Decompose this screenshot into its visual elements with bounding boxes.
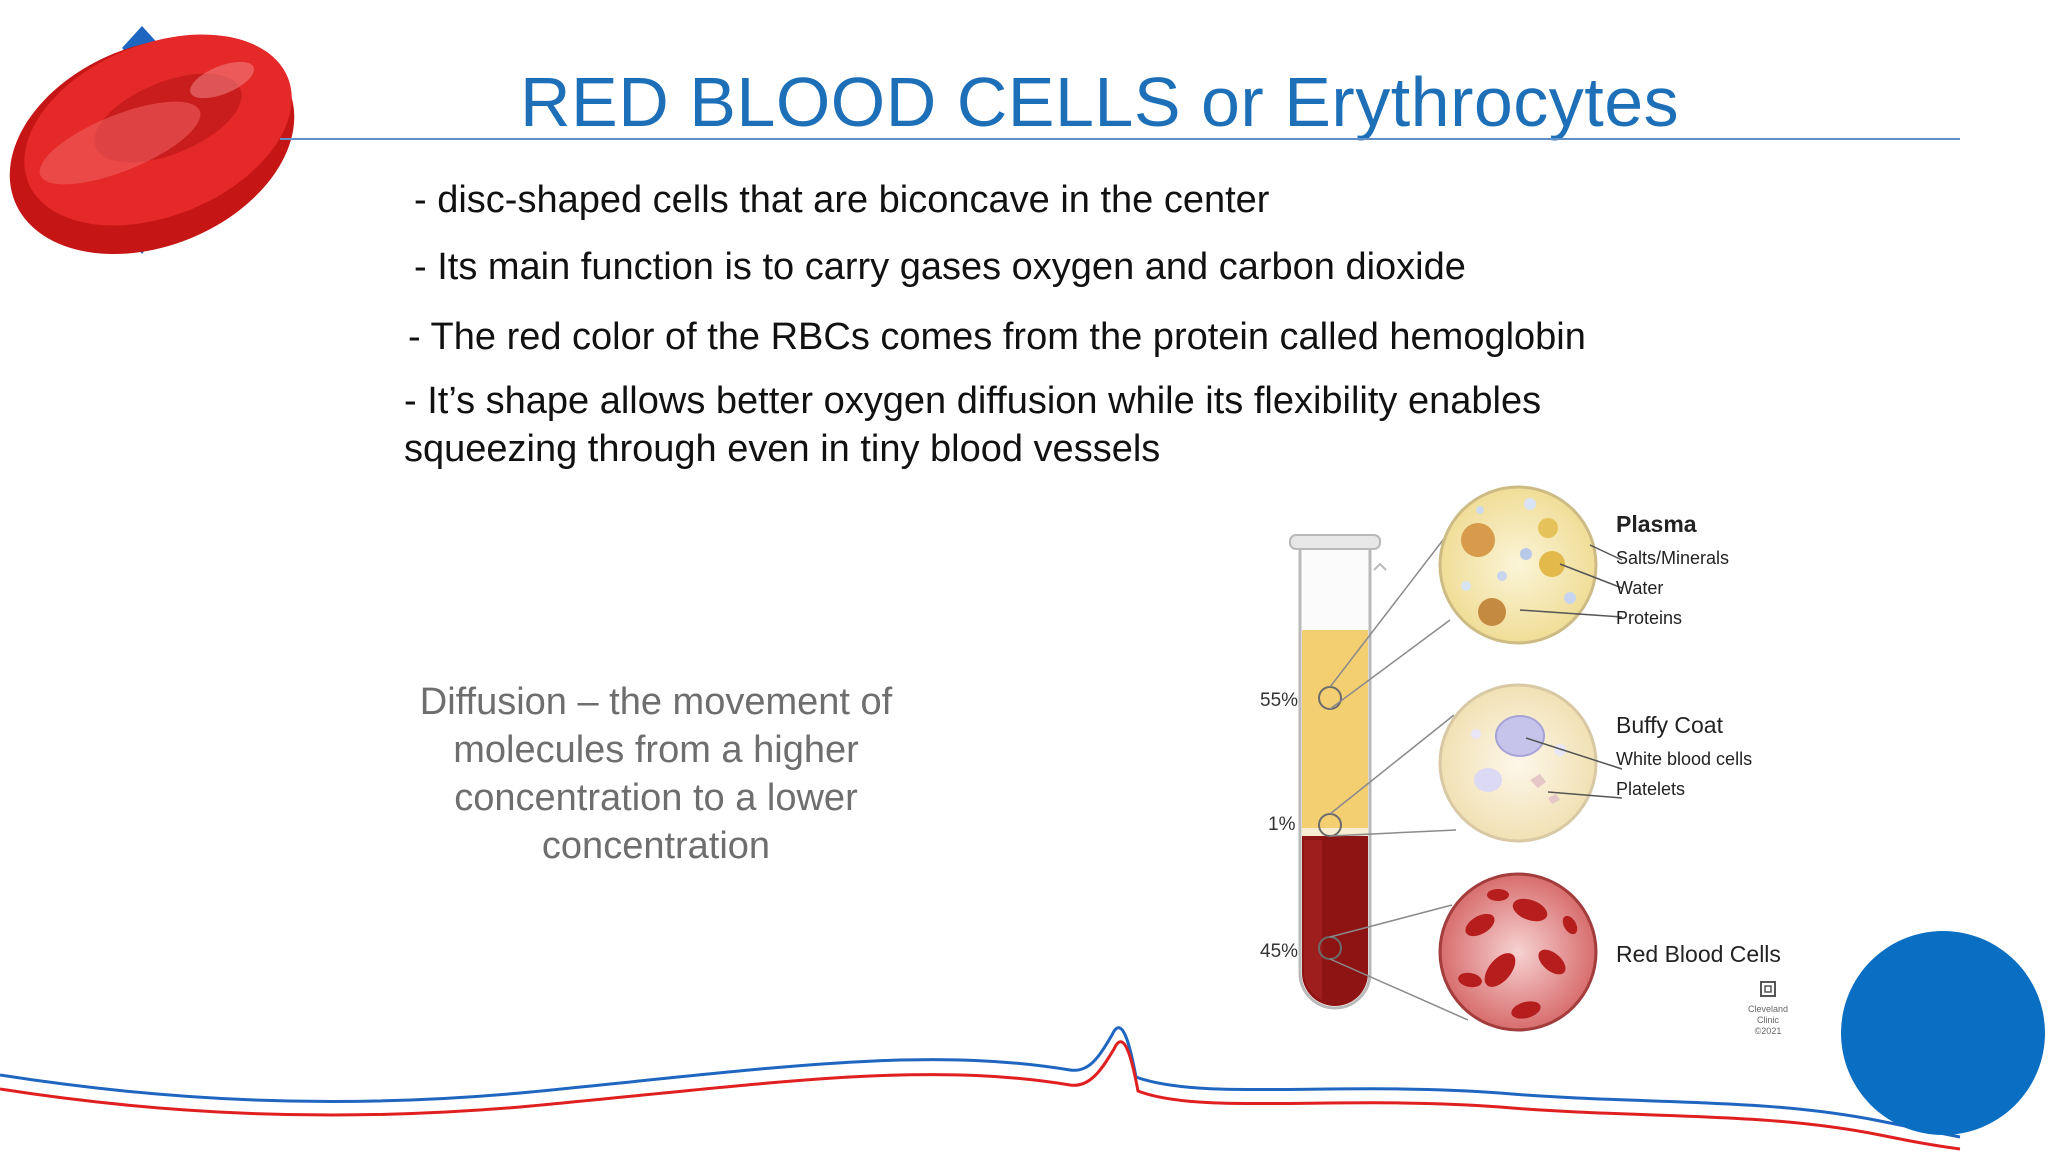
credit-line: Clinic [1757,1015,1780,1025]
bullet-function: - Its main function is to carry gases ox… [414,246,1466,288]
buffy-coat-label: Buffy Coat [1616,712,1724,738]
title-divider [280,138,1960,140]
diffusion-line: molecules from a higher [453,729,859,771]
cleveland-clinic-logo-icon [1760,981,1776,997]
diffusion-definition: Diffusion – the movement of molecules fr… [380,678,932,870]
credit-line: Cleveland [1748,1004,1788,1014]
plasma-zoom-circle [1438,485,1598,645]
plasma-label: Plasma [1616,511,1697,537]
bullet-shape: - disc-shaped cells that are biconcave i… [414,179,1270,221]
blood-composition-diagram: 55% 1% 45% Plasma Salts/Minerals Water P… [1260,485,1788,1036]
page-title: RED BLOOD CELLS or Erythrocytes [520,63,1680,141]
buffy-item-platelets: Platelets [1616,779,1685,799]
plasma-item-proteins: Proteins [1616,608,1682,628]
heartbeat-wave-decoration [0,1026,1961,1151]
test-tube [1289,534,1387,1010]
plasma-item-salts: Salts/Minerals [1616,548,1729,568]
percent-rbc: 45% [1260,941,1298,962]
buffy-coat-zoom-circle [1438,683,1598,843]
bullet-flexibility-continued: squeezing through even in tiny blood ves… [404,428,1161,470]
bullet-color: - The red color of the RBCs comes from t… [408,316,1586,358]
buffy-item-wbc: White blood cells [1616,749,1752,769]
rbc-label: Red Blood Cells [1616,941,1781,967]
diffusion-line: concentration to a lower [454,777,858,819]
credit-line: ©2021 [1755,1026,1782,1036]
rbc-zoom-circle [1438,872,1598,1032]
blue-circle-decoration [1841,931,2045,1135]
bullet-flexibility: - It’s shape allows better oxygen diffus… [404,380,1542,422]
diffusion-line: Diffusion – the movement of [419,681,893,723]
diffusion-line: concentration [541,825,771,867]
percent-plasma: 55% [1260,690,1298,711]
plasma-item-water: Water [1616,578,1663,598]
percent-buffy-coat: 1% [1268,814,1296,835]
red-blood-cell-icon [9,26,295,255]
